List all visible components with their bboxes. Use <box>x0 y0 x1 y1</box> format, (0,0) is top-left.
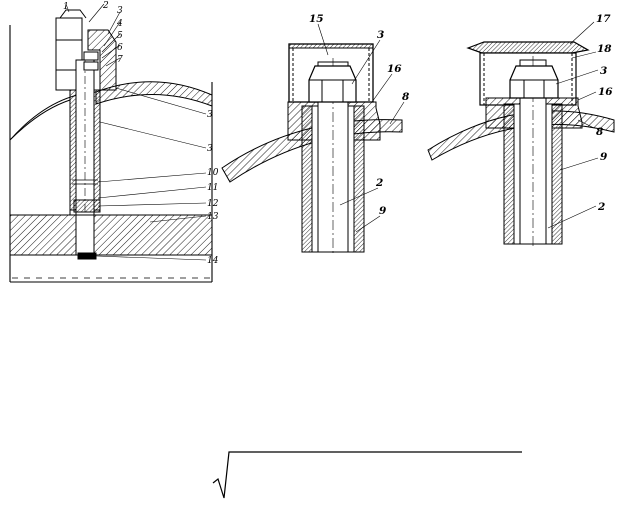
callout-5: 5 <box>117 31 123 41</box>
callout-18: 18 <box>597 43 612 55</box>
callout-8: 8 <box>402 91 410 103</box>
callout-12: 12 <box>207 199 219 209</box>
callout-2: 2 <box>375 177 383 189</box>
callout-9: 9 <box>379 205 387 217</box>
middle-view <box>221 23 405 256</box>
callout-7: 7 <box>117 55 123 65</box>
callout-14: 14 <box>207 256 219 266</box>
callout-9: 9 <box>600 151 608 163</box>
callout-13: 13 <box>207 212 219 222</box>
callout-16: 16 <box>598 86 613 98</box>
base-plate <box>77 252 97 260</box>
callout-3b: 3 <box>207 110 213 120</box>
nut <box>509 65 559 99</box>
nut <box>308 65 357 103</box>
callout-2: 2 <box>102 1 109 11</box>
callout-16: 16 <box>387 63 402 75</box>
radical-sign <box>212 451 522 499</box>
curved-plate <box>95 81 213 107</box>
right-callouts: 17 18 3 16 8 9 2 <box>596 13 613 213</box>
left-view <box>9 3 213 283</box>
callout-6: 6 <box>117 43 123 53</box>
middle-callouts: 15 3 16 8 2 9 <box>309 13 410 217</box>
callout-10: 10 <box>207 168 219 178</box>
callout-3: 3 <box>377 29 384 41</box>
callout-3: 3 <box>117 6 123 16</box>
callout-4: 4 <box>116 19 123 29</box>
callout-11: 11 <box>207 183 218 193</box>
slab <box>9 214 213 256</box>
callout-15: 15 <box>309 13 324 25</box>
callout-3: 3 <box>600 65 607 77</box>
callout-2: 2 <box>597 201 605 213</box>
callout-8: 8 <box>596 126 604 138</box>
left-callouts: 1 2 3 4 5 6 7 3 3 10 11 12 13 14 <box>63 1 219 266</box>
callout-3c: 3 <box>207 144 213 154</box>
callout-17: 17 <box>596 13 611 25</box>
callout-1: 1 <box>63 2 69 12</box>
right-view <box>427 21 615 248</box>
